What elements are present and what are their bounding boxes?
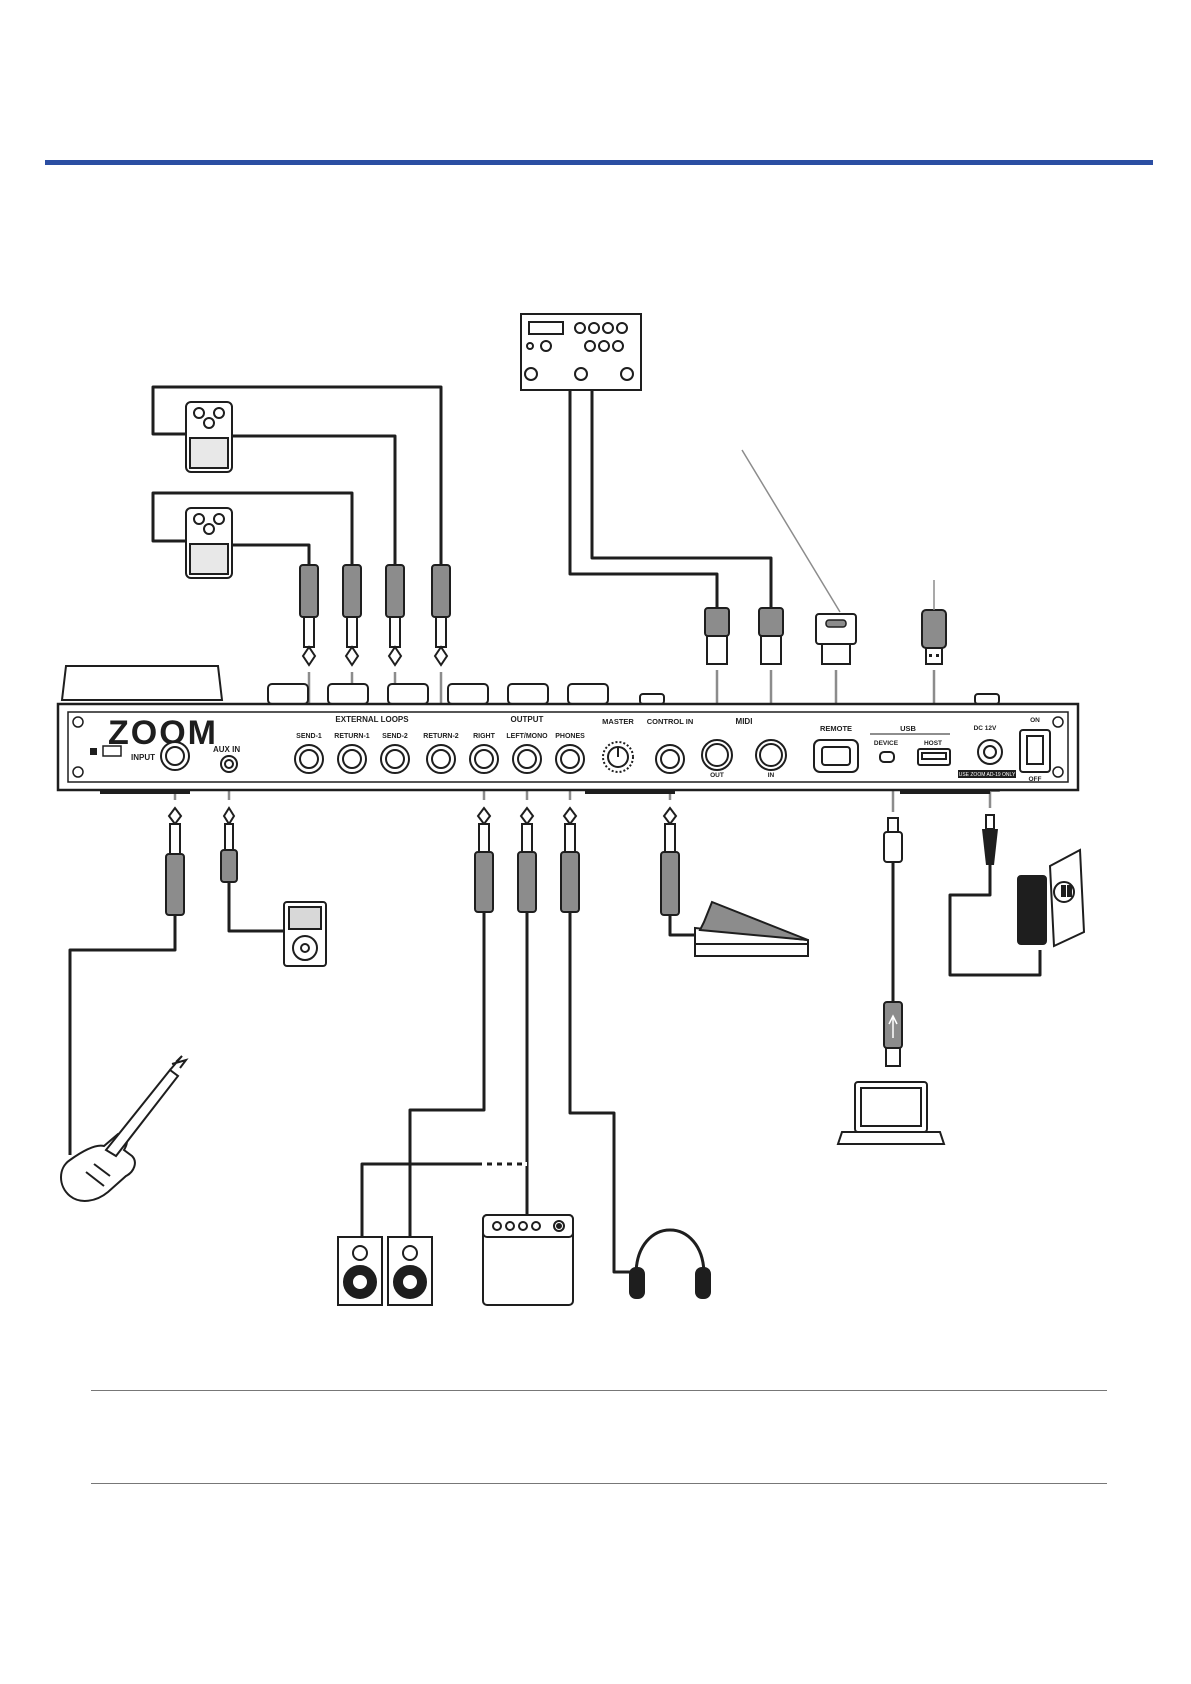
jack-remote xyxy=(814,740,858,772)
cable-pedal2-send1 xyxy=(233,545,309,565)
plug-input xyxy=(166,808,184,915)
jack-aux-in xyxy=(221,756,237,772)
label-master: MASTER xyxy=(602,717,634,726)
label-aux-in: AUX IN xyxy=(213,745,240,754)
unit-display-housing xyxy=(62,666,222,700)
cable-pedal2-return1 xyxy=(153,493,352,565)
jack-send-1 xyxy=(295,745,323,773)
remote-callout-line xyxy=(742,450,840,612)
remote-adapter xyxy=(816,614,856,664)
jack-control-in xyxy=(656,745,684,773)
studio-monitor-right xyxy=(388,1237,432,1305)
jack-left-mono xyxy=(513,745,541,773)
midi-controller xyxy=(521,314,641,390)
label-on: ON xyxy=(1030,717,1040,724)
usb-stick xyxy=(922,610,946,664)
back-panel: ZOOM INPUT AUX IN EXTERNAL LOOPS SEND-1 … xyxy=(58,704,1078,794)
plug-usb-c xyxy=(884,818,902,862)
jack-dc xyxy=(978,740,1002,764)
label-host: HOST xyxy=(924,740,942,747)
plug-usb-a xyxy=(884,1002,902,1066)
label-send-2: SEND-2 xyxy=(382,733,408,740)
cable-guitar xyxy=(70,915,175,1155)
label-usb: USB xyxy=(900,724,916,733)
jack-usb-host xyxy=(918,749,950,765)
cable-aux-player xyxy=(229,882,284,931)
label-output: OUTPUT xyxy=(511,715,544,724)
headphones xyxy=(630,1230,710,1298)
electric-guitar xyxy=(61,1056,186,1201)
plug-send1 xyxy=(300,565,318,665)
plug-left-mono xyxy=(518,808,536,912)
plug-right xyxy=(475,808,493,912)
ac-adapter xyxy=(1018,850,1084,946)
effect-pedal-2 xyxy=(186,508,232,578)
plug-aux-in xyxy=(221,808,237,882)
studio-monitor-left xyxy=(338,1237,382,1305)
plug-dc xyxy=(982,815,998,865)
label-left-mono: LEFT/MONO xyxy=(506,733,548,740)
label-return-1: RETURN-1 xyxy=(334,733,369,740)
plug-phones xyxy=(561,808,579,912)
jack-phones xyxy=(556,745,584,773)
knob-master xyxy=(603,742,633,772)
top-knobs xyxy=(62,666,999,704)
label-external-loops: EXTERNAL LOOPS xyxy=(335,715,409,724)
guitar-amplifier xyxy=(483,1215,573,1305)
music-player xyxy=(284,902,326,966)
zoom-logo: ZOOM xyxy=(108,714,218,752)
label-remote: REMOTE xyxy=(820,724,852,733)
plug-midi-out xyxy=(705,608,729,664)
jack-return-2 xyxy=(427,745,455,773)
jack-midi-out xyxy=(702,740,732,770)
effect-pedal-1 xyxy=(186,402,232,472)
label-device: DEVICE xyxy=(874,740,899,747)
jack-right xyxy=(470,745,498,773)
jack-return-1 xyxy=(338,745,366,773)
label-return-2: RETURN-2 xyxy=(423,733,458,740)
plug-return2 xyxy=(432,565,450,665)
expression-pedal xyxy=(695,902,808,956)
label-send-1: SEND-1 xyxy=(296,733,322,740)
plug-control-in xyxy=(661,808,679,915)
jack-usb-device xyxy=(880,752,894,762)
power-switch xyxy=(1020,730,1050,772)
label-midi-in: IN xyxy=(768,772,775,779)
cable-expression xyxy=(670,915,695,935)
jack-midi-in xyxy=(756,740,786,770)
security-slot xyxy=(103,746,121,756)
label-midi-out: OUT xyxy=(710,772,724,779)
kensington-lock-icon xyxy=(90,748,97,755)
label-dc-note: USE ZOOM AD-19 ONLY xyxy=(959,772,1016,778)
label-off: OFF xyxy=(1029,776,1042,783)
plug-return1 xyxy=(343,565,361,665)
label-midi: MIDI xyxy=(736,717,753,726)
jack-input xyxy=(161,742,189,770)
plug-midi-in xyxy=(759,608,783,664)
cable-right-monitor xyxy=(410,912,484,1237)
plug-send2 xyxy=(386,565,404,665)
laptop xyxy=(838,1082,944,1144)
label-phones: PHONES xyxy=(555,733,585,740)
label-control-in: CONTROL IN xyxy=(647,717,694,726)
jack-send-2 xyxy=(381,745,409,773)
label-dc: DC 12V xyxy=(974,725,997,732)
label-right: RIGHT xyxy=(473,733,496,740)
label-input: INPUT xyxy=(131,753,155,762)
cable-headphones xyxy=(570,912,636,1272)
